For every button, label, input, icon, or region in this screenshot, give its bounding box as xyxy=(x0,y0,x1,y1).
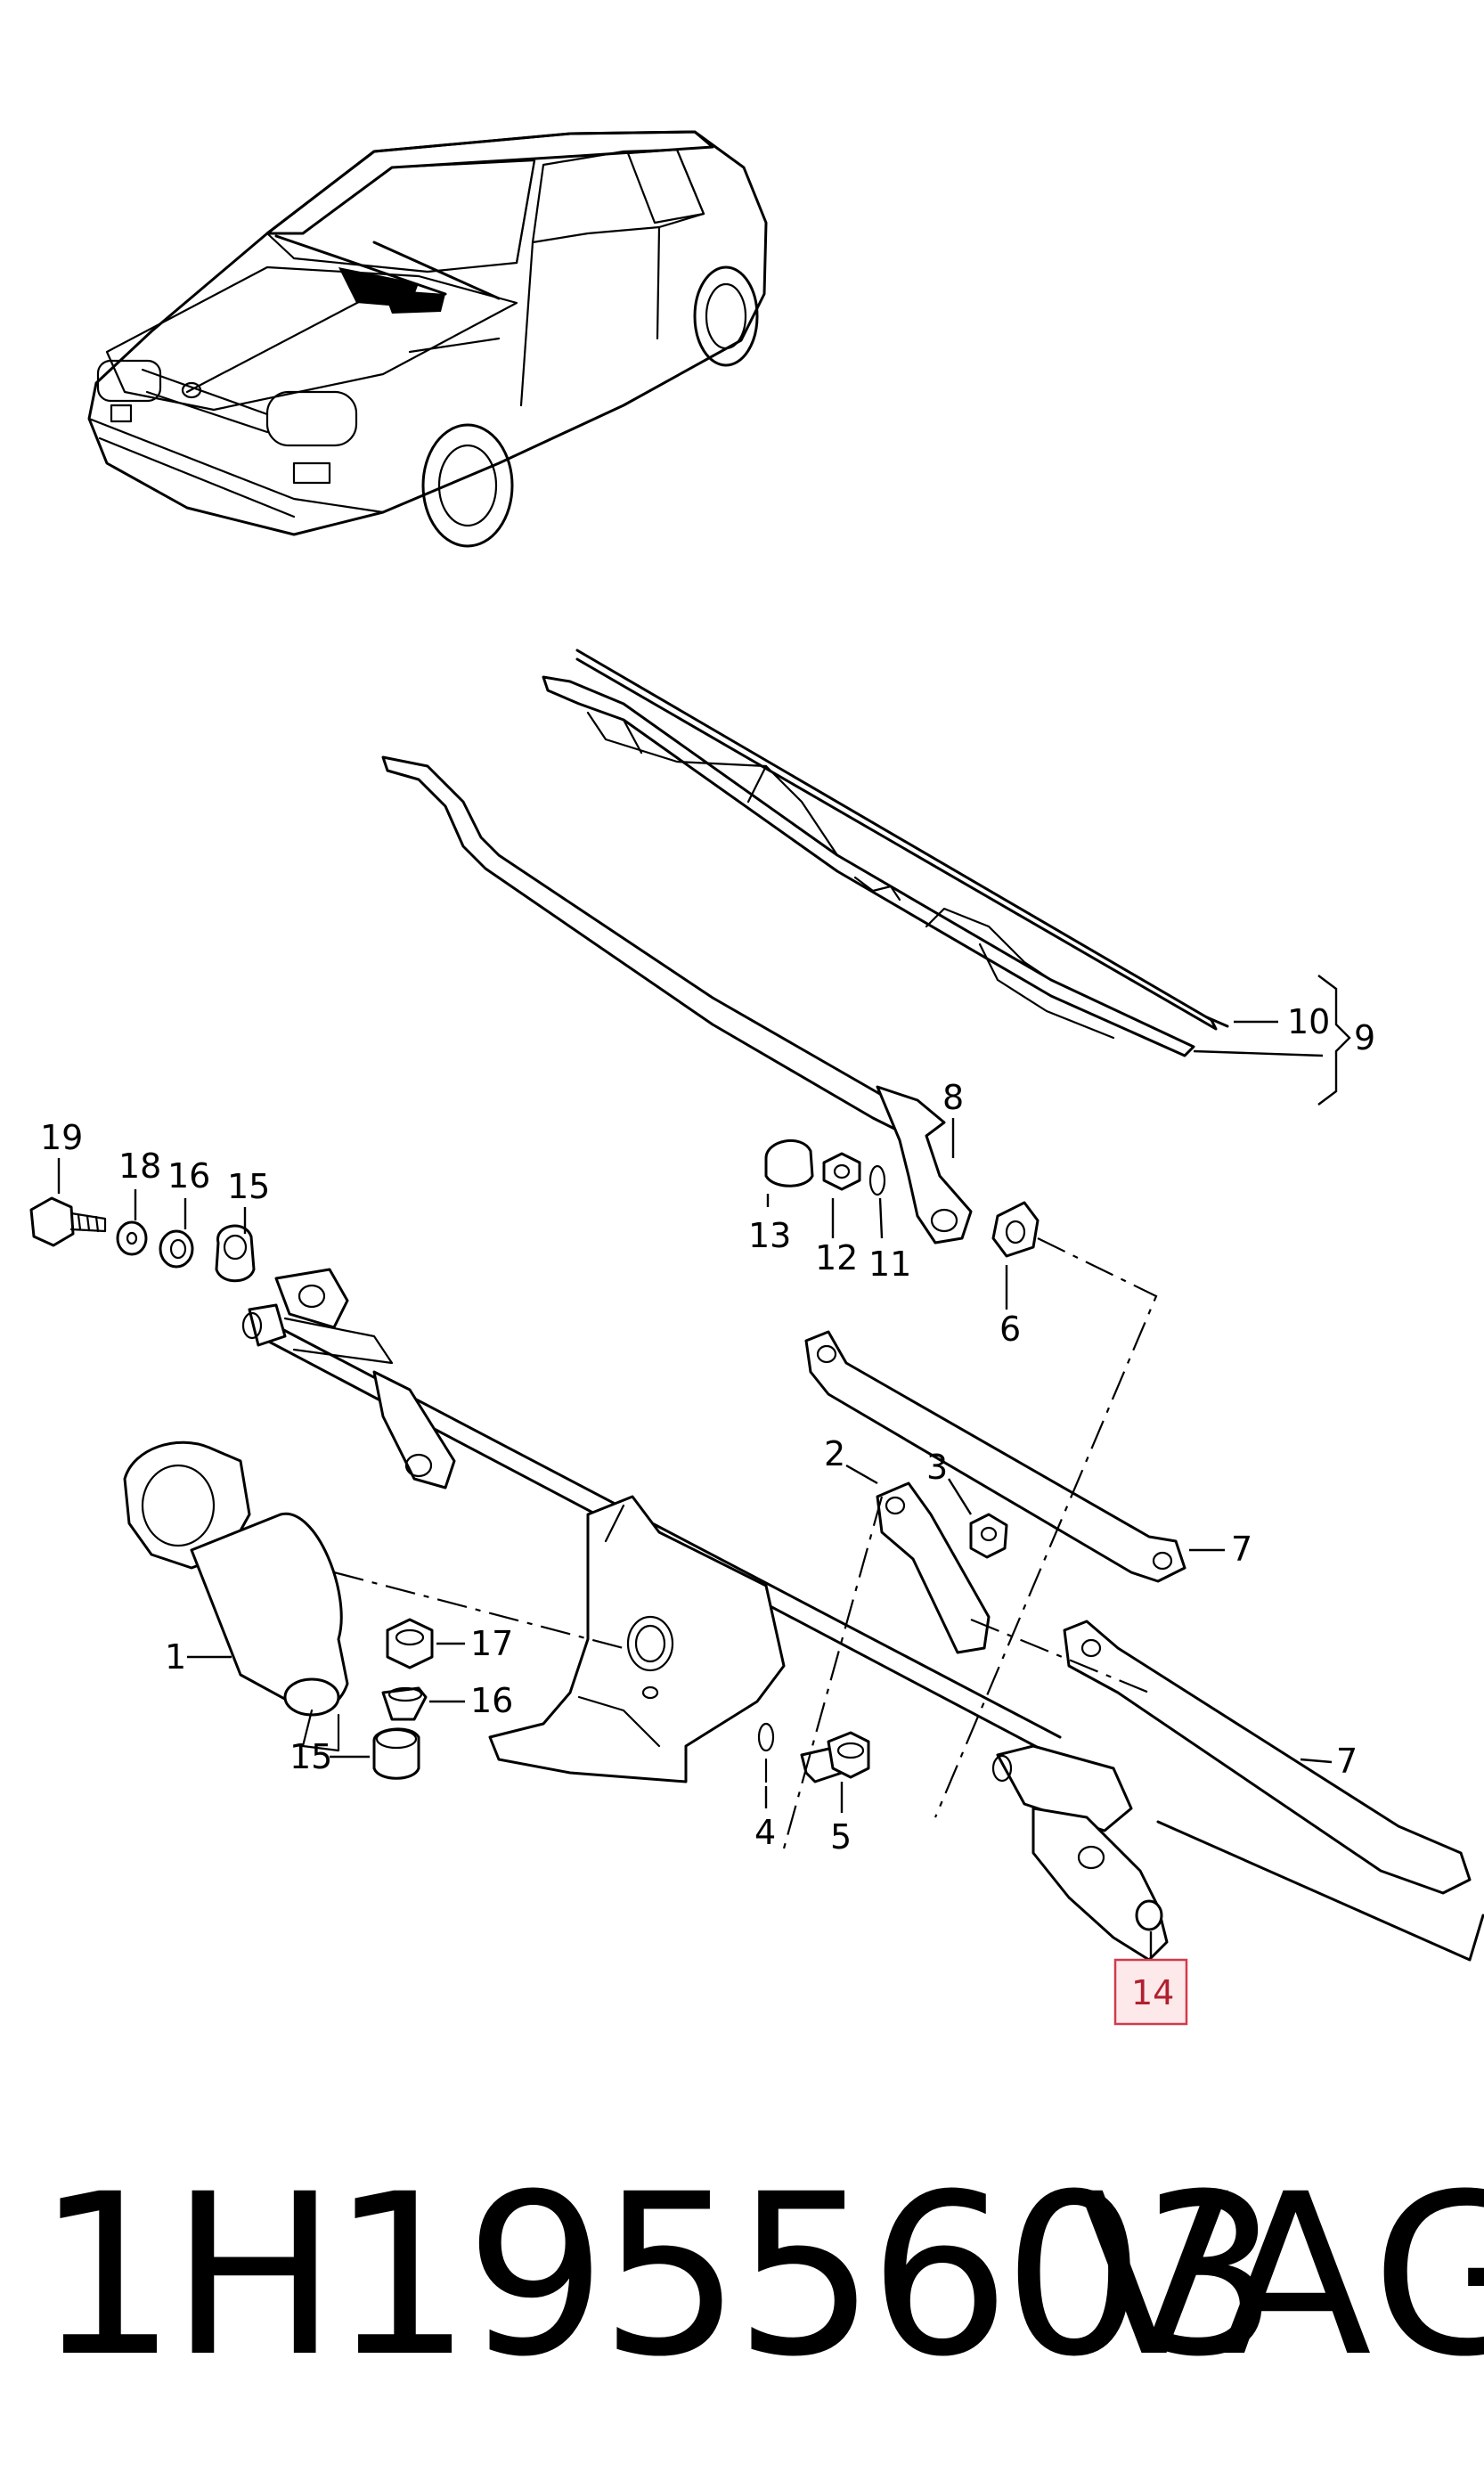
callout-12: 12 xyxy=(815,1238,858,1277)
arm-fasteners xyxy=(764,1138,1040,1258)
washer-and-bolt xyxy=(757,1722,870,1783)
callout-1: 1 xyxy=(165,1637,186,1677)
assembly-lines xyxy=(333,1237,1158,1849)
callout-9: 9 xyxy=(1354,1018,1375,1057)
callout-4: 4 xyxy=(754,1813,776,1852)
wiper-arm xyxy=(381,755,973,1245)
part-number: 1H1955603 xyxy=(36,2146,1279,2405)
callout-18: 18 xyxy=(118,1147,161,1186)
callout-11: 11 xyxy=(868,1245,911,1284)
callout-7a: 7 xyxy=(1231,1530,1252,1569)
callout-16b: 16 xyxy=(470,1681,513,1720)
callout-6: 6 xyxy=(999,1310,1021,1349)
callout-17: 17 xyxy=(470,1624,513,1663)
callout-5: 5 xyxy=(830,1817,852,1857)
callout-16a: 16 xyxy=(167,1156,210,1196)
callout-10: 10 xyxy=(1287,1002,1330,1041)
callout-14: 14 xyxy=(1131,1973,1174,2012)
leader-lines xyxy=(57,975,1351,1960)
crank-and-nut xyxy=(876,1481,1008,1654)
callout-15a: 15 xyxy=(227,1167,270,1206)
callout-labels: 19 18 16 15 8 10 9 13 12 11 6 2 3 7 7 1 … xyxy=(40,1002,1375,2026)
wiper-blade-assembly xyxy=(542,649,1229,1057)
callout-7b: 7 xyxy=(1336,1742,1358,1781)
callout-2: 2 xyxy=(824,1434,845,1473)
highlighted-callout-14[interactable]: 14 xyxy=(1113,1958,1188,2026)
linkage-rods xyxy=(804,1330,1484,1962)
callout-3: 3 xyxy=(926,1448,948,1487)
brand-label: VAG xyxy=(1078,2146,1484,2405)
callout-8: 8 xyxy=(942,1078,964,1117)
linkage-frame xyxy=(241,1268,1169,1962)
callout-13: 13 xyxy=(748,1216,791,1255)
left-fasteners xyxy=(29,1196,256,1283)
callout-19: 19 xyxy=(40,1118,83,1157)
car-illustration xyxy=(87,130,768,548)
callout-15b: 15 xyxy=(289,1737,332,1776)
wiper-motor xyxy=(123,1440,434,1780)
